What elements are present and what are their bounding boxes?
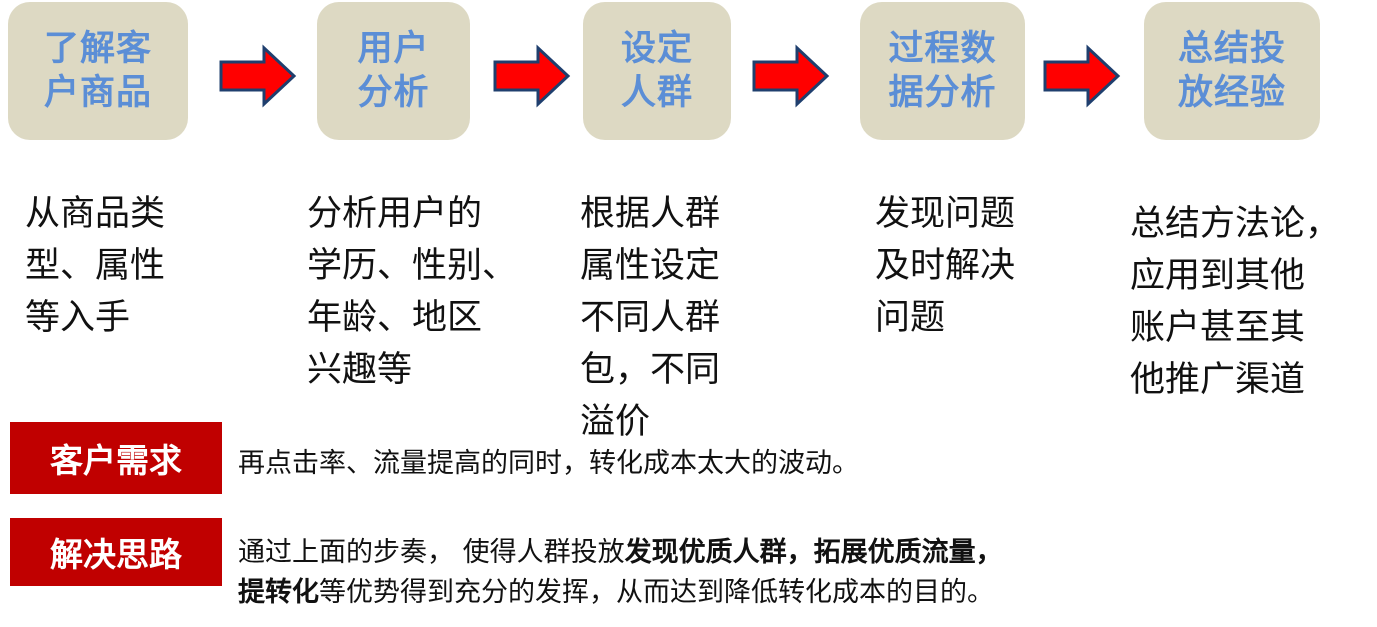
right-arrow-icon: [752, 44, 830, 108]
solution-line-2: 提转化等优势得到充分的发挥，从而达到降低转化成本的目的。: [238, 573, 1003, 613]
step-title-1: 了解客 户商品: [43, 29, 152, 113]
step-title-4: 过程数 据分析: [888, 29, 997, 113]
solution-label: 解决思路: [10, 518, 222, 586]
solution-line-1-bold: 发现优质人群，拓展优质流量，: [624, 537, 1003, 568]
right-arrow-icon: [1043, 44, 1121, 108]
step-box-2: 用户 分析: [317, 2, 470, 140]
right-arrow-icon: [219, 44, 297, 108]
step-box-4: 过程数 据分析: [860, 2, 1025, 140]
step-description-4: 发现问题 及时解决 问题: [875, 194, 1016, 338]
solution-line-1-plain: 通过上面的步奏， 使得人群投放: [238, 537, 625, 568]
right-arrow-icon: [493, 44, 571, 108]
solution-line-1: 通过上面的步奏， 使得人群投放发现优质人群，拓展优质流量，: [238, 533, 1003, 573]
step-title-3: 设定 人群: [620, 29, 693, 113]
customer-need-label: 客户需求: [10, 422, 222, 494]
solution-line-2-bold: 提转化: [238, 577, 319, 608]
step-box-1: 了解客 户商品: [8, 2, 188, 140]
customer-need-text: 再点击率、流量提高的同时，转化成本太大的波动。: [238, 448, 859, 479]
step-description-5: 总结方法论， 应用到其他 账户甚至其 他推广渠道: [1130, 204, 1341, 400]
step-box-3: 设定 人群: [583, 2, 731, 140]
step-title-2: 用户 分析: [357, 29, 430, 113]
solution-text: 通过上面的步奏， 使得人群投放发现优质人群，拓展优质流量， 提转化等优势得到充分…: [238, 533, 1003, 613]
solution-line-2-plain: 等优势得到充分的发挥，从而达到降低转化成本的目的。: [319, 577, 994, 608]
step-box-5: 总结投 放经验: [1144, 2, 1320, 140]
step-description-2: 分析用户的 学历、性别、 年龄、地区 兴趣等: [307, 194, 518, 390]
step-description-1: 从商品类 型、属性 等入手: [25, 194, 166, 338]
step-title-5: 总结投 放经验: [1177, 29, 1286, 113]
step-description-3: 根据人群 属性设定 不同人群 包，不同 溢价: [580, 194, 721, 442]
